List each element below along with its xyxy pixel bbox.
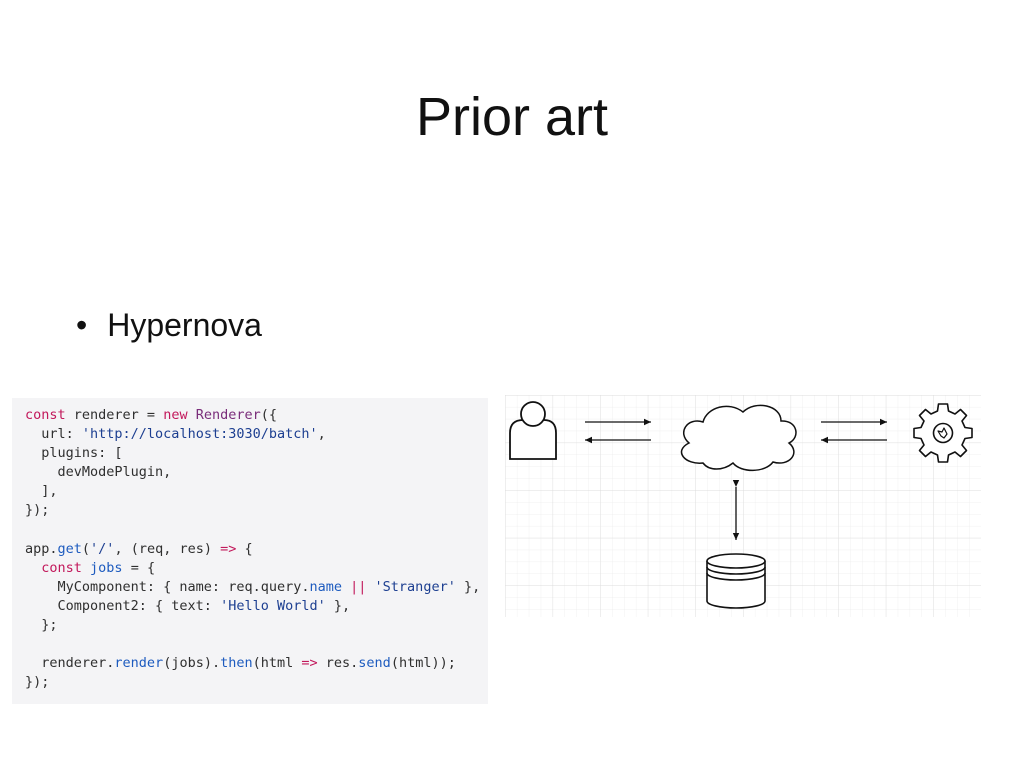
- code-line: });: [25, 674, 50, 691]
- user-icon: [509, 401, 557, 460]
- cloud-icon: [680, 404, 797, 472]
- slide-title: Prior art: [415, 87, 609, 147]
- database-icon: [706, 553, 766, 609]
- code-line: devModePlugin,: [25, 464, 172, 481]
- code-block: const renderer = new Renderer({ url: 'ht…: [12, 398, 488, 704]
- code-line: const jobs = {: [41, 559, 156, 576]
- code-line: plugins: [: [25, 445, 123, 462]
- code-line: Component2: { text: 'Hello World' },: [25, 597, 351, 614]
- bullet-item: • Hypernova: [76, 306, 262, 344]
- architecture-diagram: [505, 395, 981, 617]
- code-line: });: [25, 502, 50, 519]
- gear-icon: [913, 403, 973, 463]
- code-line: url: 'http://localhost:3030/batch',: [25, 426, 326, 443]
- code-line: MyComponent: { name: req.query.name || '…: [25, 578, 481, 595]
- code-line: renderer.render(jobs).then(html => res.s…: [25, 655, 456, 672]
- bullet-text: Hypernova: [107, 307, 262, 343]
- code-line: };: [25, 617, 58, 634]
- code-text: const renderer = new Renderer({ url: 'ht…: [25, 406, 488, 692]
- bullet-marker: •: [76, 307, 88, 343]
- code-line: app.get('/', (req, res) => {: [25, 540, 253, 557]
- code-line: const renderer = new Renderer({: [25, 407, 278, 423]
- code-line: ],: [25, 483, 58, 500]
